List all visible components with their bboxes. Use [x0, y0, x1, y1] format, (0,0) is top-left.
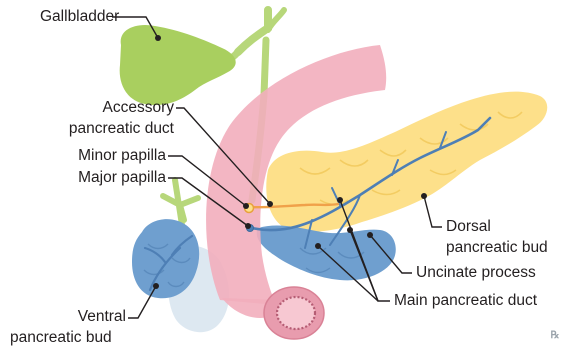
rx-logo: ℞ — [549, 330, 561, 342]
dot-major-papilla — [245, 223, 251, 229]
dot-accessory-duct — [267, 201, 273, 207]
duodenum-cross-section-lumen — [277, 297, 315, 329]
leader-dorsal-bud — [424, 196, 442, 227]
label-accessory-duct-line1: Accessory — [60, 99, 174, 117]
label-gallbladder: Gallbladder — [40, 8, 119, 26]
label-accessory-duct-line2: pancreatic duct — [40, 120, 174, 138]
label-ventral-bud-line2: pancreatic bud — [10, 329, 112, 347]
label-minor-papilla: Minor papilla — [40, 147, 166, 165]
label-uncinate-process: Uncinate process — [416, 264, 536, 282]
gallbladder-shape — [120, 25, 236, 105]
ventral-bile-branches — [163, 180, 198, 225]
dot-uncinate — [367, 232, 373, 238]
label-dorsal-bud-line1: Dorsal — [446, 218, 491, 236]
label-dorsal-bud-line2: pancreatic bud — [446, 239, 548, 257]
dot-main-duct-3 — [315, 243, 321, 249]
label-major-papilla: Major papilla — [40, 169, 166, 187]
dot-ventral-bud — [153, 283, 159, 289]
dot-main-duct-2 — [347, 227, 353, 233]
dot-dorsal-bud — [421, 193, 427, 199]
label-main-pancreatic-duct: Main pancreatic duct — [394, 292, 537, 310]
dot-gallbladder — [155, 35, 161, 41]
dot-main-duct-1 — [337, 197, 343, 203]
dot-minor-papilla — [243, 203, 249, 209]
label-ventral-bud-line1: Ventral — [20, 308, 126, 326]
